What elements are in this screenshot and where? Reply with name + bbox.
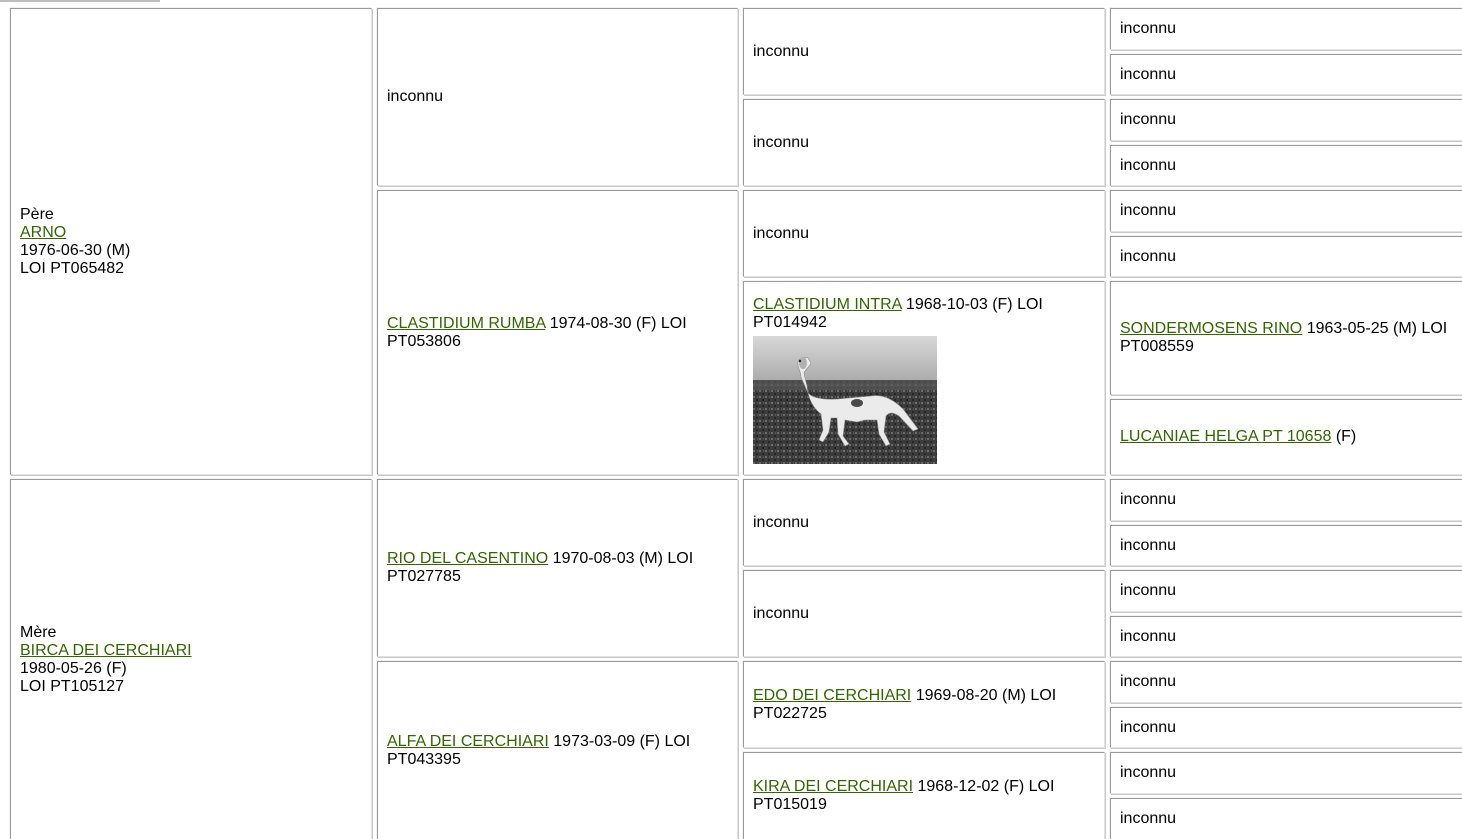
gen4-cell-2: inconnu <box>1110 54 1462 95</box>
clastidium-intra-info: 1968-10-03 (F) LOI PT014942 <box>753 296 1043 331</box>
unknown-label: inconnu <box>1120 810 1177 827</box>
clastidium-rumba-info: 1974-08-30 (F) LOI PT053806 <box>387 314 687 350</box>
gen3-cell-5: inconnu <box>743 479 1105 566</box>
unknown-label: inconnu <box>753 42 810 60</box>
lucaniae-helga-cell: LUCANIAE HELGA PT 10658 (F) <box>1110 399 1462 475</box>
gen4-cell-4: inconnu <box>1110 145 1462 186</box>
sire-name-link[interactable]: ARNO <box>20 223 67 241</box>
sire-sire-cell: inconnu <box>377 8 738 186</box>
gen3-cell-6: inconnu <box>743 570 1105 657</box>
unknown-label: inconnu <box>1120 156 1177 174</box>
sire-cell: Père ARNO 1976-06-30 (M) LOI PT065482 <box>10 8 372 475</box>
unknown-label: inconnu <box>1120 764 1177 781</box>
kira-dei-cerchiari-link[interactable]: KIRA DEI CERCHIARI <box>753 778 914 795</box>
kira-dei-cerchiari-cell: KIRA DEI CERCHIARI 1968-12-02 (F) LOI PT… <box>743 752 1105 839</box>
gen4-cell-12: inconnu <box>1110 616 1462 657</box>
rio-del-casentino-info: 1970-08-03 (M) LOI PT027785 <box>387 550 694 585</box>
dam-dam-cell: ALFA DEI CERCHIARI 1973-03-09 (F) LOI PT… <box>377 661 738 839</box>
unknown-label: inconnu <box>1120 20 1177 37</box>
gen4-cell-10: inconnu <box>1110 525 1462 566</box>
unknown-label: inconnu <box>1120 491 1177 508</box>
gen4-cell-16: inconnu <box>1110 798 1462 839</box>
unknown-label: inconnu <box>753 133 810 151</box>
unknown-label: inconnu <box>1120 718 1177 736</box>
sondermosens-rino-cell: SONDERMOSENS RINO 1963-05-25 (M) LOI PT0… <box>1110 281 1462 395</box>
gen4-cell-3: inconnu <box>1110 99 1462 141</box>
clastidium-intra-link[interactable]: CLASTIDIUM INTRA <box>753 296 902 313</box>
gen4-cell-5: inconnu <box>1110 190 1462 232</box>
dam-cell: Mère BIRCA DEI CERCHIARI 1980-05-26 (F) … <box>10 479 372 839</box>
gen4-cell-9: inconnu <box>1110 479 1462 521</box>
gen4-cell-6: inconnu <box>1110 236 1462 277</box>
dam-registration: LOI PT105127 <box>20 677 125 695</box>
top-divider <box>0 0 160 2</box>
unknown-label: inconnu <box>1120 582 1177 599</box>
unknown-label: inconnu <box>1120 536 1177 554</box>
dam-role-label: Mère <box>20 623 57 641</box>
gen3-cell-1: inconnu <box>743 8 1105 95</box>
unknown-label: inconnu <box>753 513 810 531</box>
unknown-label: inconnu <box>1120 627 1177 645</box>
unknown-label: inconnu <box>387 88 444 105</box>
sire-date: 1976-06-30 (M) <box>20 241 131 259</box>
gen3-cell-2: inconnu <box>743 99 1105 186</box>
alfa-dei-cerchiari-info: 1973-03-09 (F) LOI PT043395 <box>387 732 691 768</box>
dam-name-link[interactable]: BIRCA DEI CERCHIARI <box>20 641 192 659</box>
gen4-cell-15: inconnu <box>1110 752 1462 794</box>
alfa-dei-cerchiari-link[interactable]: ALFA DEI CERCHIARI <box>387 732 549 750</box>
unknown-label: inconnu <box>1120 247 1177 265</box>
unknown-label: inconnu <box>753 604 810 622</box>
sire-dam-cell: CLASTIDIUM RUMBA 1974-08-30 (F) LOI PT05… <box>377 190 738 475</box>
unknown-label: inconnu <box>753 224 810 242</box>
edo-dei-cerchiari-cell: EDO DEI CERCHIARI 1969-08-20 (M) LOI PT0… <box>743 661 1105 748</box>
sire-role-label: Père <box>20 205 54 223</box>
unknown-label: inconnu <box>1120 202 1177 219</box>
unknown-label: inconnu <box>1120 111 1177 128</box>
gen3-cell-3: inconnu <box>743 190 1105 277</box>
rio-del-casentino-link[interactable]: RIO DEL CASENTINO <box>387 550 549 567</box>
edo-dei-cerchiari-info: 1969-08-20 (M) LOI PT022725 <box>753 686 1057 722</box>
unknown-label: inconnu <box>1120 65 1177 83</box>
dog-photo[interactable] <box>753 336 937 464</box>
sondermosens-rino-link[interactable]: SONDERMOSENS RINO <box>1120 320 1303 337</box>
sondermosens-rino-info: 1963-05-25 (M) LOI PT008559 <box>1120 320 1448 355</box>
unknown-label: inconnu <box>1120 673 1177 690</box>
edo-dei-cerchiari-link[interactable]: EDO DEI CERCHIARI <box>753 686 912 704</box>
sire-registration: LOI PT065482 <box>20 259 125 277</box>
gen4-cell-13: inconnu <box>1110 661 1462 703</box>
dam-sire-cell: RIO DEL CASENTINO 1970-08-03 (M) LOI PT0… <box>377 479 738 657</box>
lucaniae-helga-info: (F) <box>1331 428 1357 445</box>
dam-date: 1980-05-26 (F) <box>20 659 127 677</box>
kira-dei-cerchiari-info: 1968-12-02 (F) LOI PT015019 <box>753 778 1055 813</box>
gen4-cell-1: inconnu <box>1110 8 1462 50</box>
lucaniae-helga-link[interactable]: LUCANIAE HELGA PT 10658 <box>1120 428 1332 445</box>
clastidium-rumba-link[interactable]: CLASTIDIUM RUMBA <box>387 314 546 332</box>
gen4-cell-11: inconnu <box>1110 570 1462 612</box>
gen4-cell-14: inconnu <box>1110 707 1462 748</box>
clastidium-intra-cell: CLASTIDIUM INTRA 1968-10-03 (F) LOI PT01… <box>743 281 1105 475</box>
